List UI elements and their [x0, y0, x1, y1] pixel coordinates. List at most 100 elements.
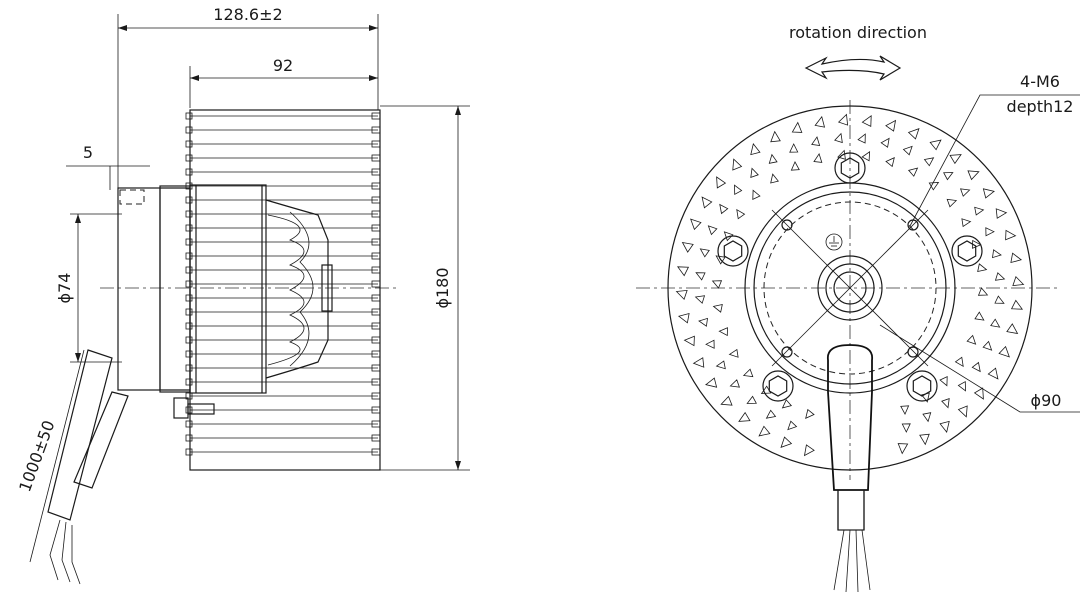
- hex-nuts: [717, 152, 983, 402]
- front-view: rotation direction 4-M6 depth12 ϕ90: [636, 23, 1080, 593]
- blade-root: [185, 154, 193, 162]
- vent-slot: [929, 139, 942, 151]
- vent-slot: [897, 443, 909, 455]
- mounting-holes: [781, 219, 919, 358]
- vent-slot: [780, 436, 793, 448]
- vent-slot: [943, 172, 954, 181]
- vent-slot: [961, 218, 972, 228]
- nut-washer: [951, 235, 983, 267]
- impeller-outer-ring: [667, 105, 1033, 471]
- vent-slot: [919, 433, 930, 446]
- vent-slot: [805, 408, 815, 420]
- vent-slot: [957, 405, 968, 418]
- blade-root: [185, 252, 193, 260]
- vent-slot: [699, 248, 710, 258]
- vent-slot: [990, 318, 1001, 328]
- blade-root: [185, 448, 193, 456]
- vent-slot: [834, 132, 843, 144]
- vent-slot: [977, 287, 989, 296]
- vent-slot: [939, 420, 950, 434]
- mount-bracket: [173, 397, 215, 419]
- nut-washer: [834, 152, 866, 184]
- vent-slot: [752, 189, 761, 201]
- vent-slot: [974, 311, 985, 321]
- vent-slot: [746, 395, 757, 404]
- vent-slot: [698, 317, 708, 327]
- vent-slot: [998, 345, 1010, 358]
- vent-slot: [770, 130, 781, 143]
- vent-slot: [720, 395, 733, 406]
- blade-root: [185, 308, 193, 316]
- blade-root: [185, 238, 193, 246]
- vent-slot: [768, 153, 778, 164]
- vent-slot: [994, 272, 1006, 281]
- blade-root: [185, 322, 193, 330]
- nut-washer: [762, 370, 794, 402]
- blade-root: [185, 182, 193, 190]
- hub: [817, 255, 883, 321]
- shaft-diameter-label: ϕ74: [55, 273, 74, 304]
- vent-slot: [902, 145, 913, 156]
- nut-washer: [717, 235, 749, 267]
- vent-slot: [732, 158, 743, 171]
- blade-tip: [371, 252, 381, 260]
- vent-slot: [787, 420, 798, 431]
- vent-slot: [711, 280, 723, 289]
- blade-root: [185, 364, 193, 372]
- blade-root: [185, 378, 193, 386]
- blade-tip: [371, 182, 381, 190]
- vent-slot: [941, 398, 950, 409]
- blade-tip: [371, 336, 381, 344]
- vent-slot: [811, 136, 821, 146]
- blade-root: [185, 406, 193, 414]
- ground-symbol-icon: [825, 233, 843, 251]
- blade-tip: [371, 406, 381, 414]
- vent-slot: [690, 218, 702, 231]
- vent-slot: [939, 375, 948, 387]
- vent-slot: [994, 295, 1005, 304]
- vent-slot: [967, 170, 980, 181]
- vent-slot: [971, 361, 981, 373]
- vent-slot: [734, 184, 743, 195]
- vent-slot: [857, 133, 866, 144]
- body-length-label: 92: [273, 56, 293, 75]
- vent-slot: [885, 156, 895, 168]
- holes-label: 4-M6: [1020, 72, 1060, 91]
- blade-tip: [371, 322, 381, 330]
- blade-root: [185, 112, 193, 120]
- vent-slot: [960, 188, 971, 197]
- vent-slot: [728, 348, 739, 358]
- blade-tip: [371, 238, 381, 246]
- vent-slot: [715, 360, 726, 370]
- vent-slot: [957, 381, 966, 392]
- vent-slot: [907, 167, 919, 177]
- vent-slot: [712, 303, 723, 313]
- blade-root: [185, 210, 193, 218]
- overall-length-label: 128.6±2: [213, 5, 282, 24]
- vent-slot: [677, 312, 690, 324]
- blade-tip: [371, 196, 381, 204]
- blade-tip: [371, 154, 381, 162]
- cable: 1000±50: [15, 349, 129, 585]
- vent-slot: [675, 289, 688, 301]
- blade-tip: [371, 434, 381, 442]
- vent-slot: [770, 173, 780, 184]
- vent-slot: [694, 295, 706, 304]
- vent-slot: [880, 137, 890, 148]
- blade-tip: [371, 140, 381, 148]
- hex-nut-icon: [768, 375, 788, 397]
- vent-slot: [750, 167, 759, 178]
- vent-slot: [715, 255, 726, 265]
- vent-slot: [736, 208, 746, 220]
- vent-slot: [1005, 229, 1017, 241]
- vent-slot: [729, 379, 740, 388]
- dim-overall-length: 128.6±2: [117, 5, 379, 190]
- blade-tip: [371, 392, 381, 400]
- vent-slot: [705, 339, 715, 349]
- vent-slot: [982, 188, 996, 199]
- vent-slot: [701, 196, 713, 209]
- blade-root: [185, 126, 193, 134]
- vent-slot: [760, 385, 772, 394]
